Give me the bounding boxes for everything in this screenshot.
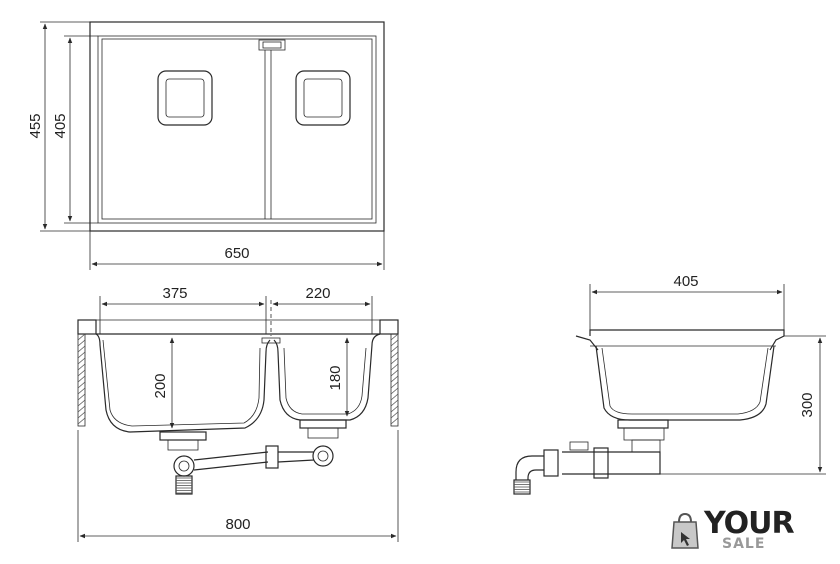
connecting-pipe (193, 451, 269, 471)
dimension-650: 650 (89, 231, 385, 270)
dimension-200-label: 200 (152, 373, 169, 398)
right-drain-assembly (299, 419, 347, 467)
top-view-basin (101, 38, 373, 220)
dimension-650-label: 650 (224, 245, 249, 262)
logo-sub: SALE (722, 536, 766, 552)
side-dimension-300: 300 (660, 335, 826, 475)
top-view: 650 455 405 (27, 21, 385, 270)
dimension-405: 405 (52, 35, 98, 224)
left-drain-assembly (159, 431, 207, 495)
dimension-455: 455 (27, 21, 90, 232)
side-view: 405 300 (513, 273, 826, 495)
dimension-180: 180 (327, 337, 350, 417)
dimension-800-label: 800 (225, 516, 250, 533)
front-view: 375 220 200 180 800 (77, 285, 399, 542)
dimension-220-label: 220 (305, 285, 330, 302)
left-countertop (77, 319, 97, 335)
shopping-bag-icon (671, 512, 699, 549)
top-view-overflow-slot (258, 39, 286, 51)
top-view-outer-rim (89, 21, 385, 232)
dimension-200: 200 (152, 337, 175, 429)
your-sale-logo: YOUR SALE (664, 506, 804, 556)
right-cabinet-wall (390, 333, 399, 427)
dimension-455-label: 455 (27, 113, 44, 138)
top-view-right-drain (295, 70, 351, 126)
side-dimension-405-label: 405 (673, 273, 698, 290)
dimension-375-label: 375 (162, 285, 187, 302)
large-bowl-profile (95, 333, 271, 433)
side-bowl-profile (595, 345, 775, 421)
side-dimension-405: 405 (589, 273, 785, 330)
side-trap-assembly (513, 441, 661, 495)
dimension-375: 375 (99, 285, 267, 334)
logo-word: YOUR (704, 506, 795, 541)
dimension-800: 800 (77, 430, 399, 542)
dimension-405-label: 405 (52, 113, 69, 138)
right-countertop (379, 319, 399, 335)
left-cabinet-wall (77, 333, 86, 427)
dimension-220: 220 (272, 285, 373, 334)
top-view-left-drain (157, 70, 213, 126)
dimension-180-label: 180 (327, 365, 344, 390)
top-view-inner-rim (97, 35, 377, 224)
side-dimension-300-label: 300 (799, 392, 816, 417)
